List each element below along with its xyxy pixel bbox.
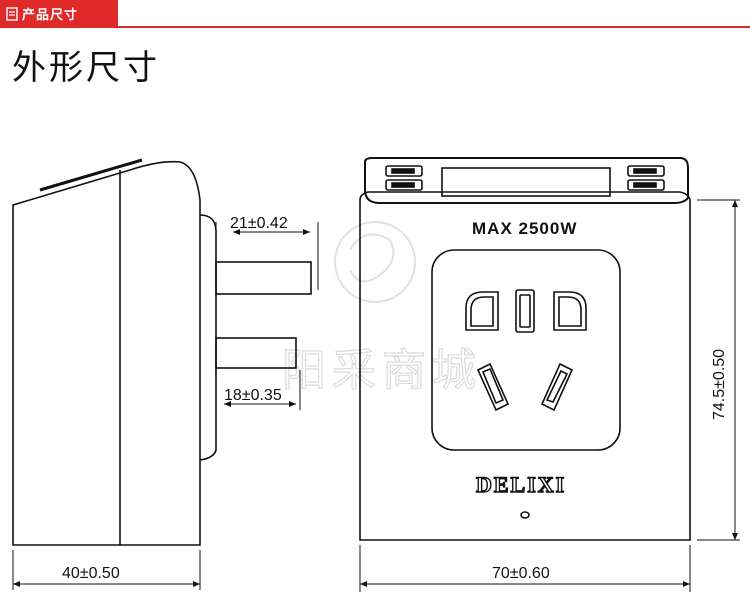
brand-logo: DELIXI xyxy=(476,472,566,497)
side-view xyxy=(12,158,319,590)
socket-hole-ground xyxy=(515,289,535,333)
indicator-window xyxy=(441,167,611,197)
power-indicator-light xyxy=(520,511,530,519)
socket-slant-left xyxy=(476,362,510,412)
pin-length-upper-label: 21±0.42 xyxy=(230,215,288,232)
page-title: 外形尺寸 xyxy=(12,48,160,88)
usb-port-left xyxy=(385,165,423,191)
height-label: 74.5±0.50 xyxy=(711,349,728,420)
front-body-outline xyxy=(359,191,691,541)
socket-hole-left xyxy=(465,291,499,331)
usb-port-right xyxy=(627,165,665,191)
watermark-text: 阳采商城 xyxy=(282,345,482,396)
section-tab: 产品尺寸 xyxy=(0,0,118,27)
upper-pin xyxy=(215,261,312,295)
header-divider xyxy=(0,26,750,28)
front-view xyxy=(359,157,740,592)
socket-hole-right xyxy=(553,291,587,331)
side-body-outline xyxy=(12,160,201,546)
rating-label: MAX 2500W xyxy=(472,219,577,238)
socket-slant-right xyxy=(540,362,574,412)
side-plug-base xyxy=(199,214,217,461)
document-icon xyxy=(6,6,18,21)
socket-face xyxy=(431,249,621,451)
section-tab-label: 产品尺寸 xyxy=(22,8,79,23)
usb-strip xyxy=(364,157,689,204)
pin-length-lower-label: 18±0.35 xyxy=(224,387,282,404)
side-top-ridge xyxy=(39,158,143,192)
width-label: 70±0.60 xyxy=(492,565,550,582)
watermark: 阳采商城 xyxy=(281,221,482,397)
lower-pin xyxy=(215,337,297,369)
depth-label: 40±0.50 xyxy=(62,565,120,582)
